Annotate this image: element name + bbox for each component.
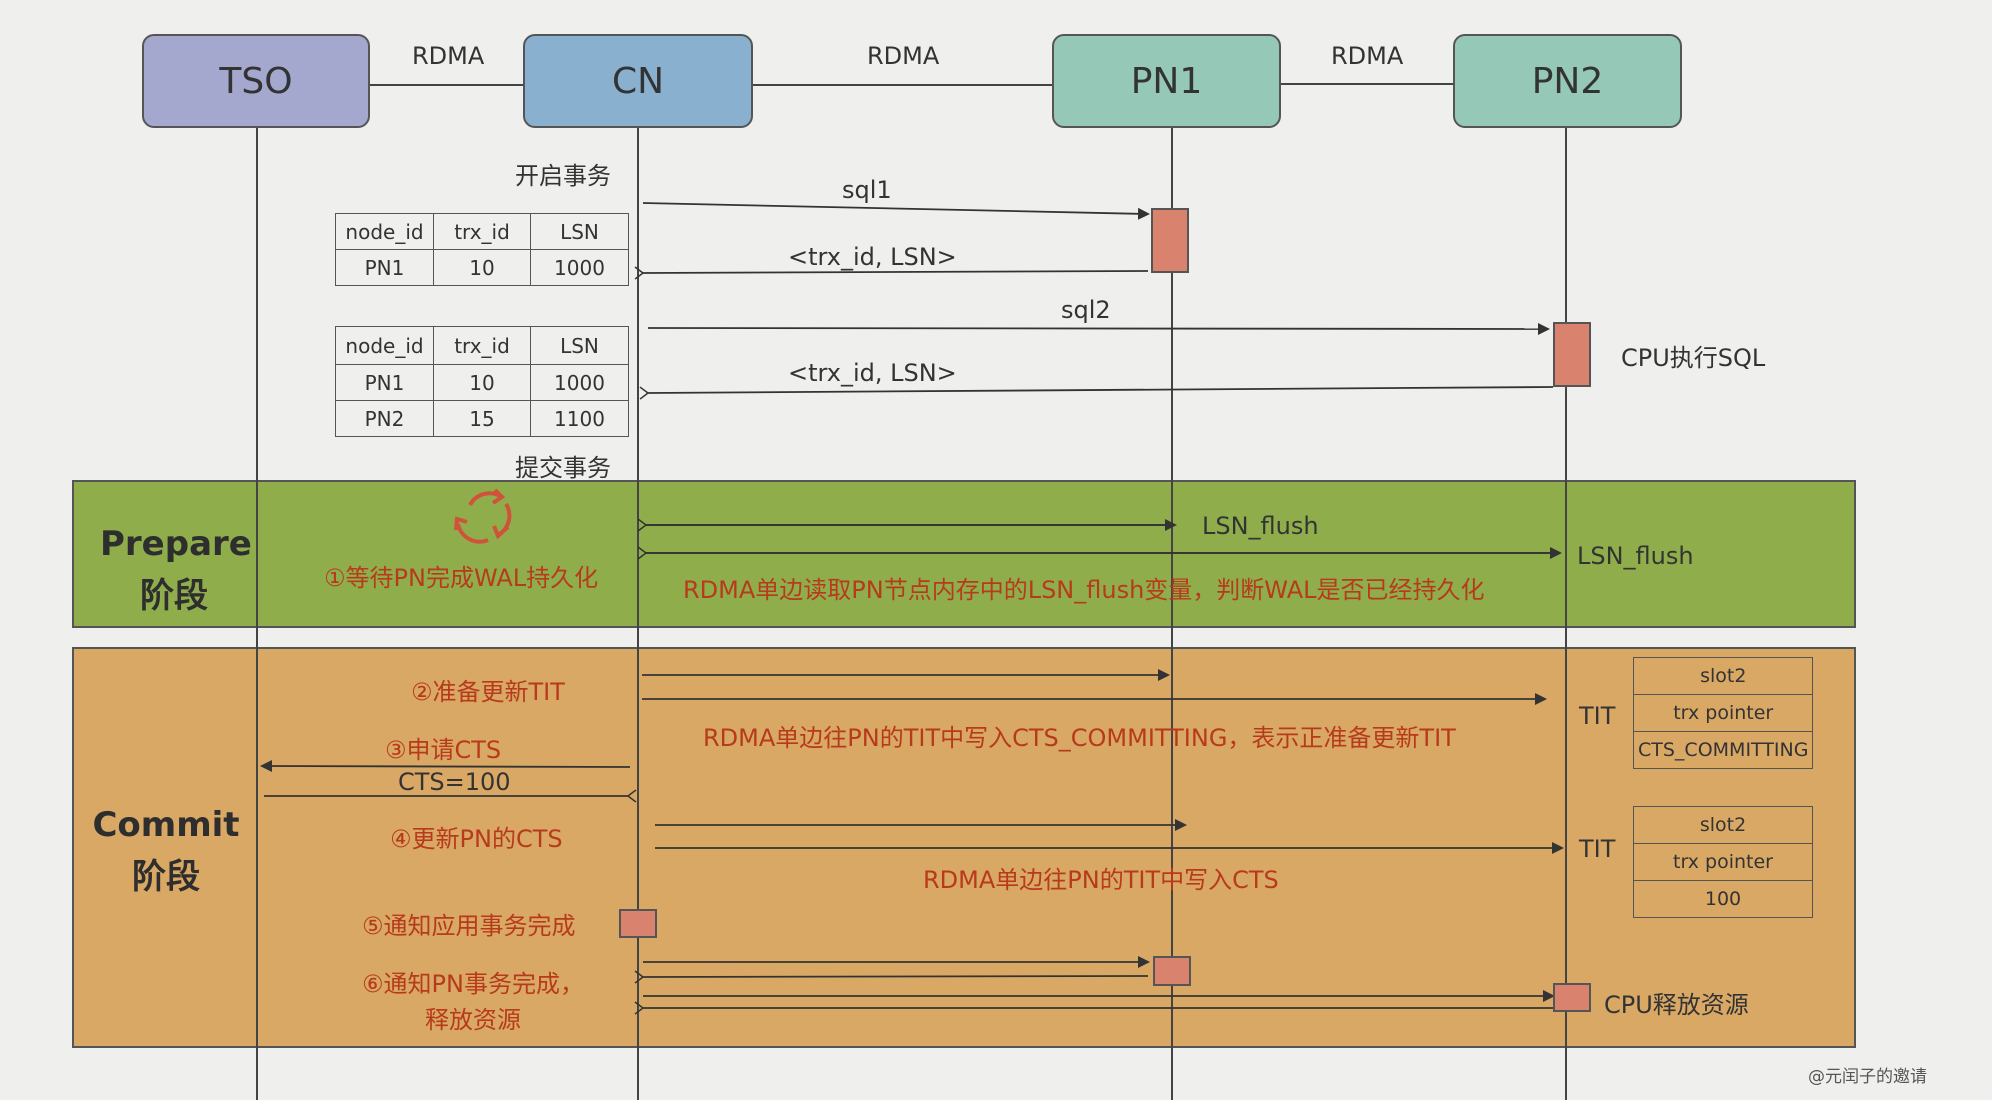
tit-row: CTS_COMMITTING — [1632, 731, 1814, 769]
commit-step6-line2: 释放资源 — [424, 1006, 521, 1034]
node-pn2-label: PN2 — [1531, 60, 1604, 102]
commit-step6-line1: ⑥通知PN事务完成， — [362, 970, 584, 998]
table-cell: PN1 — [335, 364, 434, 401]
commit-step4-desc: RDMA单边往PN的TIT中写入CTS — [923, 866, 1279, 894]
pn1-exec-box — [1151, 208, 1189, 273]
tit-cell: slot2 — [1633, 806, 1813, 844]
node-cn: CN — [523, 34, 753, 128]
node-tso: TSO — [142, 34, 370, 128]
node-pn1: PN1 — [1052, 34, 1281, 128]
recycle-icon — [454, 488, 512, 544]
cn-notify-box — [619, 909, 657, 938]
tit-row: 100 — [1633, 880, 1813, 918]
trx-table-2: node_id trx_id LSN PN1 10 1000 PN2 15 11… — [335, 326, 629, 437]
tit-row: trx pointer — [1633, 843, 1813, 881]
node-cn-label: CN — [611, 60, 665, 102]
tit-label-1: TIT — [1579, 702, 1616, 730]
cts-value-label: CTS=100 — [398, 768, 511, 796]
msg-resp1: <trx_id, LSN> — [788, 243, 957, 271]
table-row: PN1 10 1000 — [335, 364, 629, 401]
prepare-title-line1: Prepare — [100, 524, 252, 564]
tit-row: trx pointer — [1632, 694, 1814, 732]
prepare-desc-label: RDMA单边读取PN节点内存中的LSN_flush变量，判断WAL是否已经持久化 — [683, 576, 1485, 604]
commit-title-line1: Commit — [92, 805, 240, 845]
cpu-release-label: CPU释放资源 — [1604, 991, 1749, 1019]
watermark: @元闰子的邀请 — [1808, 1067, 1927, 1087]
tit-cell: CTS_COMMITTING — [1632, 731, 1814, 769]
table-row: PN2 15 1100 — [335, 400, 629, 437]
msg-resp2: <trx_id, LSN> — [788, 359, 957, 387]
tit-row: slot2 — [1633, 806, 1813, 844]
table-header-row: node_id trx_id LSN — [335, 326, 629, 365]
tit-label-2: TIT — [1579, 835, 1616, 863]
tit-cell: trx pointer — [1632, 694, 1814, 732]
tit-table-1: slot2 trx pointer CTS_COMMITTING — [1632, 657, 1814, 769]
table-cell: 10 — [433, 249, 531, 286]
link-label-tso-cn: RDMA — [412, 42, 485, 70]
commit-step4-label: ④更新PN的CTS — [390, 825, 563, 853]
table-header: LSN — [530, 213, 629, 250]
commit-transaction-label: 提交事务 — [515, 454, 611, 482]
pn2-release-box — [1553, 983, 1591, 1012]
lsn-flush-pn2-label: LSN_flush — [1577, 542, 1694, 570]
commit-step5-label: ⑤通知应用事务完成 — [362, 912, 576, 940]
tit-cell: 100 — [1633, 880, 1813, 918]
commit-step3-label: ③申请CTS — [385, 736, 502, 764]
node-pn2: PN2 — [1453, 34, 1682, 128]
pn2-exec-box — [1553, 322, 1591, 387]
tit-cell: slot2 — [1632, 657, 1814, 695]
table-cell: 1000 — [530, 364, 629, 401]
table-header: trx_id — [433, 213, 531, 250]
lsn-flush-pn1-label: LSN_flush — [1202, 512, 1319, 540]
prepare-phase-title: Prepare 阶段 — [100, 518, 252, 622]
pn1-release-box — [1153, 956, 1191, 986]
table-cell: 1100 — [530, 400, 629, 437]
table-header: LSN — [530, 326, 629, 365]
msg-sql1: sql1 — [842, 176, 892, 204]
tit-row: slot2 — [1632, 657, 1814, 695]
prepare-title-line2: 阶段 — [140, 576, 208, 616]
commit-step2-desc: RDMA单边往PN的TIT中写入CTS_COMMITTING，表示正准备更新TI… — [703, 724, 1456, 752]
tit-cell: trx pointer — [1633, 843, 1813, 881]
node-tso-label: TSO — [219, 60, 293, 102]
begin-transaction-label: 开启事务 — [515, 162, 611, 190]
table-header: trx_id — [433, 326, 531, 365]
table-cell: 1000 — [530, 249, 629, 286]
table-header-row: node_id trx_id LSN — [335, 213, 629, 250]
prepare-step1-label: ①等待PN完成WAL持久化 — [324, 564, 599, 592]
node-pn1-label: PN1 — [1130, 60, 1203, 102]
trx-table-1: node_id trx_id LSN PN1 10 1000 — [335, 213, 629, 286]
commit-phase-title: Commit 阶段 — [92, 799, 240, 903]
commit-step6-label: ⑥通知PN事务完成， 释放资源 — [362, 966, 584, 1038]
link-label-cn-pn1: RDMA — [867, 42, 940, 70]
msg-sql2: sql2 — [1061, 296, 1111, 324]
table-row: PN1 10 1000 — [335, 249, 629, 286]
table-header: node_id — [335, 326, 434, 365]
table-header: node_id — [335, 213, 434, 250]
link-label-pn1-pn2: RDMA — [1331, 42, 1404, 70]
table-cell: 15 — [433, 400, 531, 437]
table-cell: 10 — [433, 364, 531, 401]
cpu-exec-label: CPU执行SQL — [1621, 344, 1766, 372]
commit-title-line2: 阶段 — [132, 857, 200, 897]
tit-table-2: slot2 trx pointer 100 — [1633, 806, 1813, 918]
commit-step2-label: ②准备更新TIT — [411, 678, 565, 706]
table-cell: PN2 — [335, 400, 434, 437]
table-cell: PN1 — [335, 249, 434, 286]
